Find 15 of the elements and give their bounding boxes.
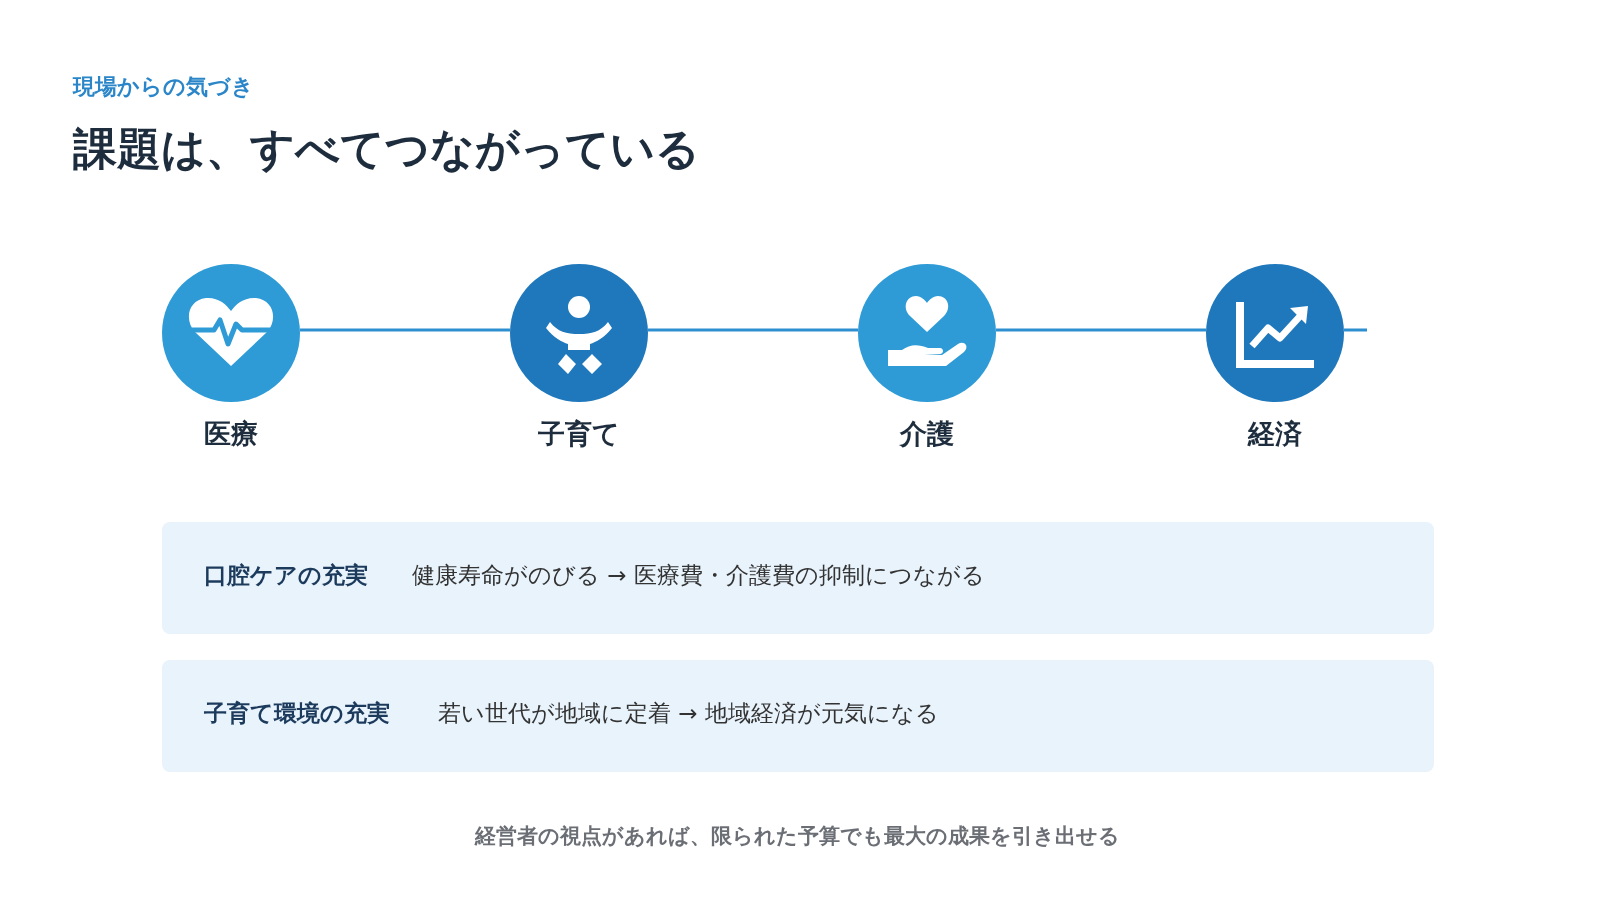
summary-text: 経営者の視点があれば、限られた予算でも最大の成果を引き出せる	[474, 823, 1120, 850]
panel-heading: 子育て環境の充実	[204, 699, 390, 728]
panel-heading: 口腔ケアの充実	[204, 561, 368, 590]
category-label: 子育て	[537, 417, 621, 451]
panel-text: 健康寿命がのびる → 医療費・介護費の抑制につながる	[412, 561, 985, 590]
panel-text: 若い世代が地域に定着 → 地域経済が元気になる	[438, 699, 939, 728]
connector-line	[1344, 328, 1367, 332]
connector-line	[300, 328, 510, 332]
section-label: 現場からの気づき	[73, 73, 254, 101]
category-label: 介護	[898, 417, 955, 451]
category-label: 経済	[1246, 417, 1303, 451]
connector-line	[648, 328, 858, 332]
connector-line	[996, 328, 1206, 332]
category-label: 医療	[203, 417, 259, 451]
slide-title: 課題は、すべてつながっている	[73, 122, 700, 176]
